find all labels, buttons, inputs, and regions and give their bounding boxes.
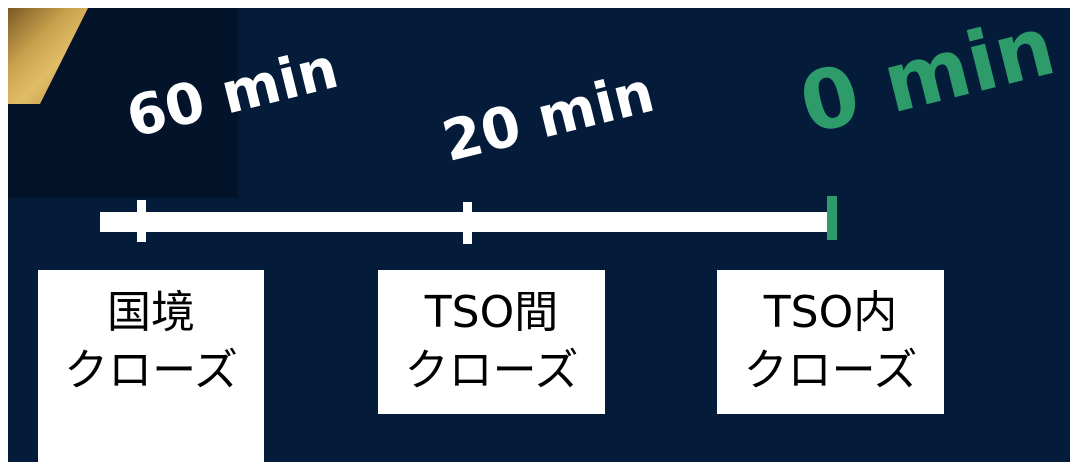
label-box-border-close: 国境 クローズ	[38, 270, 264, 462]
box-line-2: クローズ	[64, 345, 238, 396]
timeline-tick-20-min	[463, 202, 472, 244]
box-line-1: 国境	[107, 287, 195, 338]
timeline-tick-0-min	[827, 196, 837, 240]
timeline-panel: 60 min 20 min 0 min 国境 クローズ TSO間 クローズ TS…	[8, 8, 1070, 462]
box-line-2: クローズ	[743, 345, 918, 396]
timeline-tick-60-min	[137, 200, 146, 242]
marker-label-20-min: 20 min	[436, 59, 661, 176]
box-line-1: TSO間	[424, 287, 559, 338]
marker-label-0-min: 0 min	[791, 8, 1064, 154]
label-box-intra-tso-close: TSO内 クローズ	[717, 270, 944, 414]
label-box-inter-tso-close: TSO間 クローズ	[378, 270, 605, 414]
box-line-1: TSO内	[763, 287, 898, 338]
box-line-2: クローズ	[404, 345, 579, 396]
